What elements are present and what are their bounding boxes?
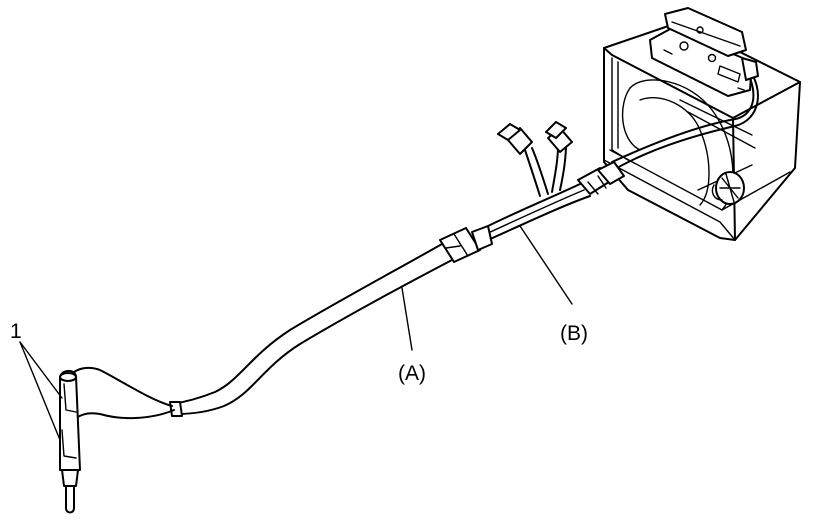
unit-top-edge (603, 47, 801, 119)
knob-knurl (719, 173, 741, 203)
bracket-details (663, 49, 745, 91)
bracket-hole-2 (707, 53, 717, 63)
probe-wire-upper (73, 366, 173, 407)
branch-lead-2-left (551, 145, 559, 193)
callout-a: (A) (398, 362, 426, 385)
cable-joint (439, 225, 493, 263)
branch-lead-1-left (524, 149, 541, 197)
transformer-unit (603, 7, 801, 241)
callout-1: 1 (10, 320, 22, 343)
cable-b-bottom (487, 195, 591, 241)
cable-a-top (171, 243, 443, 405)
knob-base (711, 184, 723, 201)
unit-lead-lower (611, 77, 755, 163)
cable-b-assembly (483, 57, 759, 241)
joint-ridges (445, 233, 469, 257)
cable-b-top (483, 183, 581, 229)
probe-clip-slots (61, 383, 77, 459)
callout-b: (B) (560, 322, 588, 345)
cable-a-bottom (175, 259, 453, 415)
probe-collar (61, 469, 79, 487)
bracket-top-flange (664, 7, 747, 57)
bracket-tab (717, 65, 741, 83)
callouts: 1 (A) (B) (10, 225, 588, 441)
connector-ridges (587, 175, 607, 195)
coil-inner-curve (639, 96, 710, 206)
branch-plug-2-head (545, 121, 567, 139)
branch-plug-1-head (497, 123, 521, 141)
leader-line-1b (19, 341, 61, 441)
unit-lead-upper (609, 67, 759, 173)
probe (59, 370, 81, 514)
cable-a-end-cap (169, 401, 183, 417)
connector-sleeve-2 (597, 161, 625, 185)
bracket-hole-1 (679, 41, 689, 51)
leader-line-a (401, 287, 413, 351)
bracket-fold-line (671, 21, 741, 47)
bracket-hole-3 (696, 26, 704, 34)
bracket-plug (741, 57, 759, 81)
probe-wire-lower (75, 409, 175, 420)
unit-bottom-rail (603, 159, 736, 241)
cable-a-assembly (73, 243, 453, 420)
probe-body (59, 370, 81, 471)
leader-line-b (519, 225, 573, 305)
probe-top-cap (59, 372, 77, 382)
coil-left-curve (621, 87, 641, 151)
branch-lead-1-right (531, 147, 549, 195)
joint-collar (471, 225, 493, 251)
leader-line-1a (19, 341, 63, 399)
cable-b-center (485, 189, 585, 235)
probe-tip (65, 485, 75, 514)
